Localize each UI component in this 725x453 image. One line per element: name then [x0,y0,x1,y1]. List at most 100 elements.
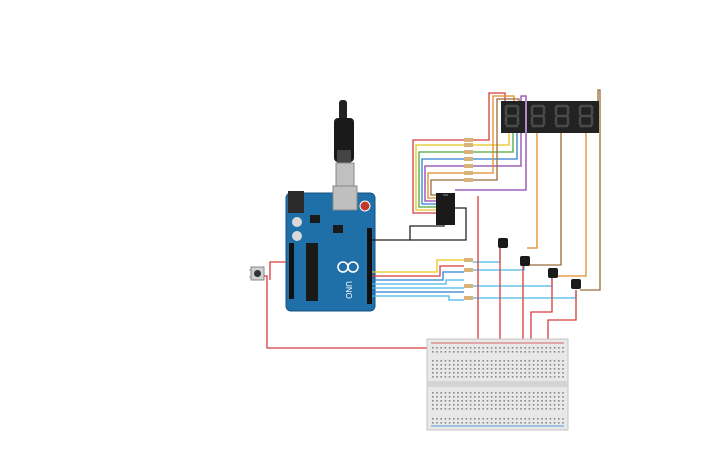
breadboard-hole [453,400,455,402]
breadboard-hole [537,372,539,374]
breadboard-hole [524,372,526,374]
breadboard-hole [444,376,447,378]
breadboard-hole [490,360,493,362]
breadboard-hole [537,364,539,366]
breadboard-hole [549,396,552,398]
breadboard-hole [436,396,438,398]
breadboard-hole [528,351,531,353]
breadboard-hole [453,351,455,353]
breadboard-hole [532,364,535,366]
breadboard-hole [516,376,518,378]
breadboard-hole [558,422,560,424]
breadboard-hole [558,351,560,353]
breadboard-hole [516,408,518,410]
breadboard-hole [499,422,501,424]
breadboard-hole [558,360,560,362]
breadboard-hole [545,422,547,424]
breadboard-hole [486,392,489,394]
breadboard-hole [478,372,480,374]
breadboard-hole [545,408,547,410]
breadboard-hole [461,392,463,394]
breadboard-hole [507,392,510,394]
breadboard-hole [537,351,539,353]
breadboard-hole [461,418,463,420]
breadboard-hole [465,376,468,378]
breadboard-hole [511,372,514,374]
breadboard-hole [461,404,463,406]
breadboard-hole [495,418,497,420]
breadboard-hole [528,360,531,362]
breadboard-hole [474,404,476,406]
breadboard-hole [461,347,463,349]
breadboard-hole [474,368,476,370]
breadboard-hole [503,347,505,349]
breadboard-hole [553,360,556,362]
breadboard-hole [528,392,531,394]
breadboard-hole [448,360,451,362]
breadboard-hole [482,396,484,398]
breadboard-hole [507,360,510,362]
breadboard-hole [532,360,535,362]
breadboard-hole [436,392,438,394]
breadboard-hole [507,364,510,366]
breadboard-hole [532,351,535,353]
breadboard-hole [524,392,526,394]
breadboard-hole [482,422,484,424]
breadboard-hole [499,351,501,353]
breadboard-hole [562,418,564,420]
breadboard-hole [482,364,484,366]
breadboard-hole [532,422,535,424]
breadboard-hole [444,396,447,398]
breadboard-hole [444,351,447,353]
breadboard-hole [532,408,535,410]
breadboard-hole [511,396,514,398]
breadboard-hole [541,422,543,424]
breadboard-hole [553,372,556,374]
breadboard-hole [469,392,472,394]
breadboard-hole [507,408,510,410]
breadboard-hole [469,368,472,370]
breadboard-hole [537,347,539,349]
breadboard-hole [432,400,434,402]
breadboard-hole [516,418,518,420]
shift-register-ic [436,193,455,225]
breadboard-hole [482,347,484,349]
breadboard-hole [495,404,497,406]
breadboard-hole [528,347,531,349]
breadboard-hole [553,392,556,394]
breadboard-hole [495,372,497,374]
breadboard-hole [511,376,514,378]
breadboard-hole [486,347,489,349]
breadboard-hole [432,372,434,374]
breadboard-hole [490,400,493,402]
breadboard-hole [474,422,476,424]
breadboard-hole [528,422,531,424]
breadboard-hole [558,400,560,402]
power-wires [264,196,577,349]
breadboard-hole [482,400,484,402]
breadboard-hole [545,347,547,349]
breadboard-hole [558,408,560,410]
breadboard-hole [524,418,526,420]
breadboard-hole [520,376,522,378]
breadboard-hole [478,422,480,424]
breadboard-hole [507,400,510,402]
display-digit-3 [551,101,575,133]
breadboard-hole [541,351,543,353]
breadboard-hole [453,404,455,406]
breadboard-hole [490,418,493,420]
breadboard-hole [532,368,535,370]
transistors [498,238,581,289]
breadboard-hole [469,400,472,402]
breadboard-hole [541,364,543,366]
breadboard-hole [495,368,497,370]
breadboard-hole [486,351,489,353]
breadboard-hole [545,360,547,362]
breadboard-hole [461,372,463,374]
breadboard-hole [457,368,459,370]
breadboard-hole [507,351,510,353]
display-digit-2 [527,101,551,133]
breadboard-hole [503,368,505,370]
breadboard-hole [545,376,547,378]
breadboard-hole [448,404,451,406]
